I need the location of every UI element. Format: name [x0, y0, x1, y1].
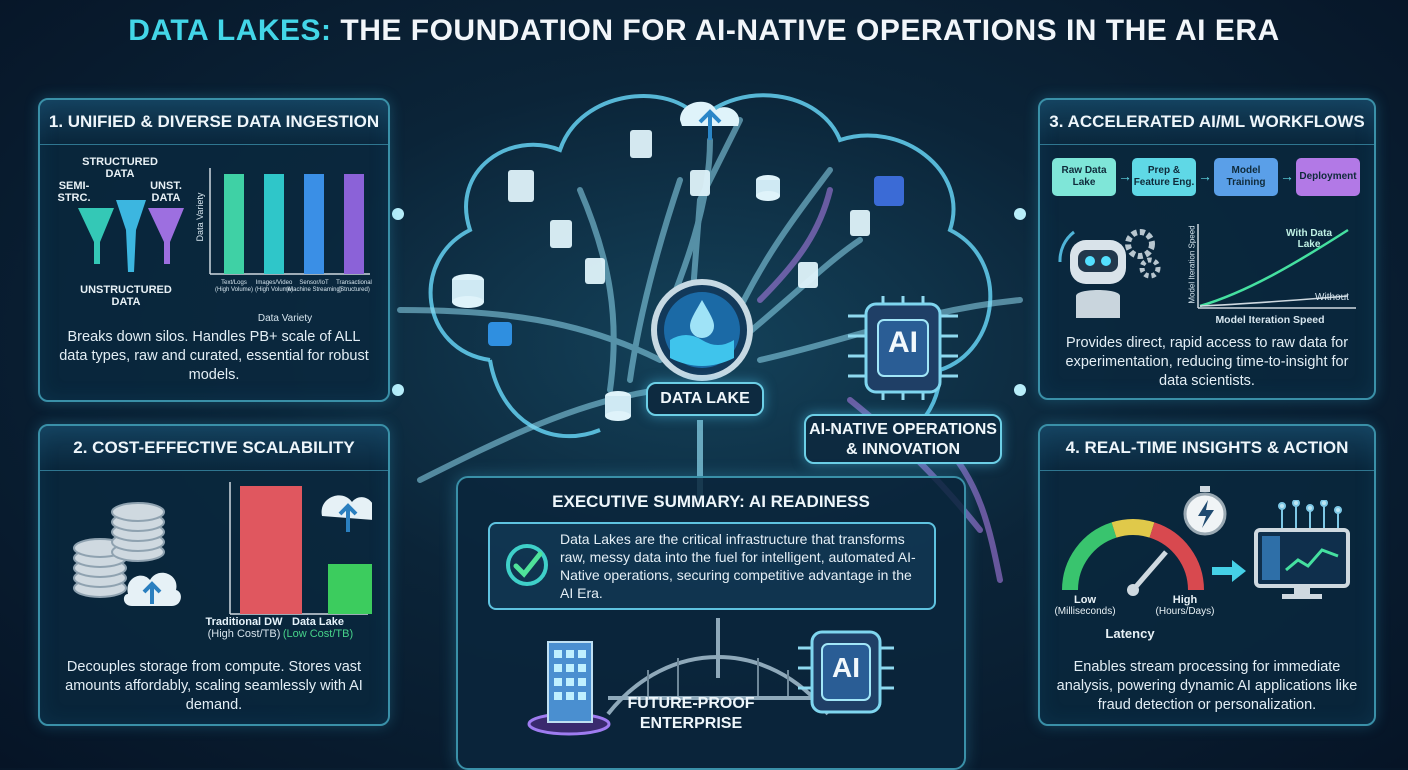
- gauge-high-label: High (Hours/Days): [1150, 594, 1220, 617]
- gauge-high-sub: (Hours/Days): [1155, 606, 1215, 617]
- panel-description: Breaks down silos. Handles PB+ scale of …: [59, 329, 369, 383]
- workflow-step: Deployment: [1296, 158, 1360, 196]
- ai-native-operations-label: AI-NATIVE OPERATIONS & INNOVATION: [804, 414, 1002, 464]
- latency-gauge: [1062, 519, 1204, 596]
- cost-comparison-chart: [229, 482, 372, 615]
- exec-heading: EXECUTIVE SUMMARY: AI READINESS: [552, 492, 870, 511]
- data-funnel-icon: [78, 200, 184, 272]
- monitor-icon: [1254, 500, 1350, 599]
- gauge-low-sub: (Milliseconds): [1054, 606, 1116, 617]
- gauge-high: High: [1172, 594, 1198, 606]
- chart-tick-label: Transactional(Structured): [336, 280, 372, 293]
- funnel-label-unstructured-short: UNST. DATA: [150, 180, 182, 204]
- tick-line: (High Volume): [255, 287, 293, 293]
- chart-bar: [344, 174, 364, 274]
- tick-line: Text/Logs: [221, 280, 247, 286]
- panel-heading: 4. REAL-TIME INSIGHTS & ACTION: [1040, 426, 1374, 471]
- exec-summary-box: Data Lakes are the critical infrastructu…: [488, 522, 936, 610]
- funnel-label-semi: SEMI-STRC.: [57, 180, 91, 204]
- executive-summary-panel: EXECUTIVE SUMMARY: AI READINESS Data Lak…: [456, 476, 966, 770]
- panel-ai-ml-workflows: 3. ACCELERATED AI/ML WORKFLOWS Raw Data …: [1038, 98, 1376, 400]
- tick-line: (Machine Streaming): [286, 287, 342, 293]
- panel-description: Provides direct, rapid access to raw dat…: [1065, 335, 1349, 389]
- series-without: [1199, 295, 1349, 307]
- funnel-label-unstructured: UNSTRUCTURED DATA: [80, 284, 172, 308]
- chart-bar: [224, 174, 244, 274]
- iteration-series-top: With Data Lake: [1285, 228, 1333, 250]
- data-variety-chart: Text/Logs(High Volume)Images/Video(High …: [209, 168, 372, 293]
- gauge-low: Low: [1074, 594, 1096, 606]
- iteration-ylabel: Model Iteration Speed: [1187, 225, 1197, 304]
- chart-xlabel: Data Variety: [257, 313, 313, 324]
- panel-data-ingestion: 1. UNIFIED & DIVERSE DATA INGESTION STRU…: [38, 98, 390, 402]
- workflow-step: Raw Data Lake: [1052, 158, 1116, 196]
- iteration-speed-chart: [1197, 224, 1356, 309]
- storage-coins-icon: [73, 502, 181, 606]
- cost-bar: [240, 486, 302, 614]
- upload-arrow-icon: [338, 503, 358, 532]
- workflow-step: Model Training: [1214, 158, 1278, 196]
- chart-tick-label: Sensor/IoT(Machine Streaming): [286, 280, 342, 293]
- workflow-arrow-icon: →: [1280, 168, 1294, 184]
- panel-real-time-insights: 4. REAL-TIME INSIGHTS & ACTION Low (Mill…: [1038, 424, 1376, 726]
- ai-chip-icon: [848, 296, 958, 400]
- data-lake-label: DATA LAKE: [646, 382, 764, 416]
- exec-text: Data Lakes are the critical infrastructu…: [560, 531, 916, 601]
- robot-icon: [1058, 229, 1161, 318]
- tick-line: (Structured): [338, 287, 370, 293]
- ai-chip-text: AI: [888, 326, 918, 359]
- cost-bar: [328, 564, 372, 614]
- page-title: DATA LAKES: THE FOUNDATION FOR AI-NATIVE…: [0, 14, 1408, 48]
- tick-line: (High Volume): [215, 287, 253, 293]
- stopwatch-icon: [1183, 486, 1227, 536]
- cost-bar-label-dw: Traditional DW (High Cost/TB): [198, 616, 290, 640]
- checkmark-icon: [506, 544, 548, 586]
- building-icon: [527, 641, 611, 736]
- iteration-series-bottom: Without: [1315, 292, 1349, 303]
- workflow-arrow-icon: →: [1198, 168, 1212, 184]
- panel-heading: 3. ACCELERATED AI/ML WORKFLOWS: [1040, 100, 1374, 145]
- future-proof-label: FUTURE-PROOF ENTERPRISE: [627, 695, 755, 732]
- gauge-low-label: Low (Milliseconds): [1050, 594, 1120, 617]
- tick-line: Images/Video: [256, 280, 293, 286]
- panel-description: Decouples storage from compute. Stores v…: [65, 659, 363, 713]
- workflow-arrow-icon: →: [1118, 168, 1132, 184]
- chart-tick-label: Images/Video(High Volume): [255, 280, 293, 293]
- chart-ylabel: Data Variety: [195, 192, 205, 242]
- cost-bar-label-lake: Data Lake (Low Cost/TB): [282, 616, 354, 640]
- exec-ai-chip-text: AI: [832, 652, 860, 683]
- cost-bar-sub: (Low Cost/TB): [282, 628, 354, 640]
- chart-bar: [304, 174, 324, 274]
- chart-tick-label: Text/Logs(High Volume): [215, 280, 253, 293]
- cost-bar-name: Traditional DW: [205, 616, 283, 628]
- funnel-label-structured: STRUCTURED DATA: [82, 156, 158, 180]
- tick-line: Sensor/IoT: [299, 280, 329, 286]
- data-lake-icon: [651, 279, 753, 381]
- series-with-data-lake: [1199, 228, 1349, 308]
- arrow-right-icon: [1212, 560, 1246, 582]
- cost-bar-name: Data Lake: [292, 616, 344, 628]
- chart-bar: [264, 174, 284, 274]
- iteration-xlabel: Model Iteration Speed: [1215, 314, 1325, 326]
- cost-bar-sub: (High Cost/TB): [207, 628, 281, 640]
- panel-heading: 1. UNIFIED & DIVERSE DATA INGESTION: [40, 100, 388, 145]
- panel-cost-scalability: 2. COST-EFFECTIVE SCALABILITY Traditiona…: [38, 424, 390, 726]
- ai-chip-icon: [798, 630, 894, 714]
- panel-heading: 2. COST-EFFECTIVE SCALABILITY: [40, 426, 388, 471]
- workflow-step: Prep & Feature Eng.: [1132, 158, 1196, 196]
- panel-description: Enables stream processing for immediate …: [1056, 659, 1358, 713]
- title-accent: DATA LAKES:: [128, 14, 332, 47]
- title-rest: THE FOUNDATION FOR AI-NATIVE OPERATIONS …: [340, 14, 1280, 47]
- tick-line: Transactional: [336, 280, 372, 286]
- gauge-title: Latency: [1105, 626, 1155, 641]
